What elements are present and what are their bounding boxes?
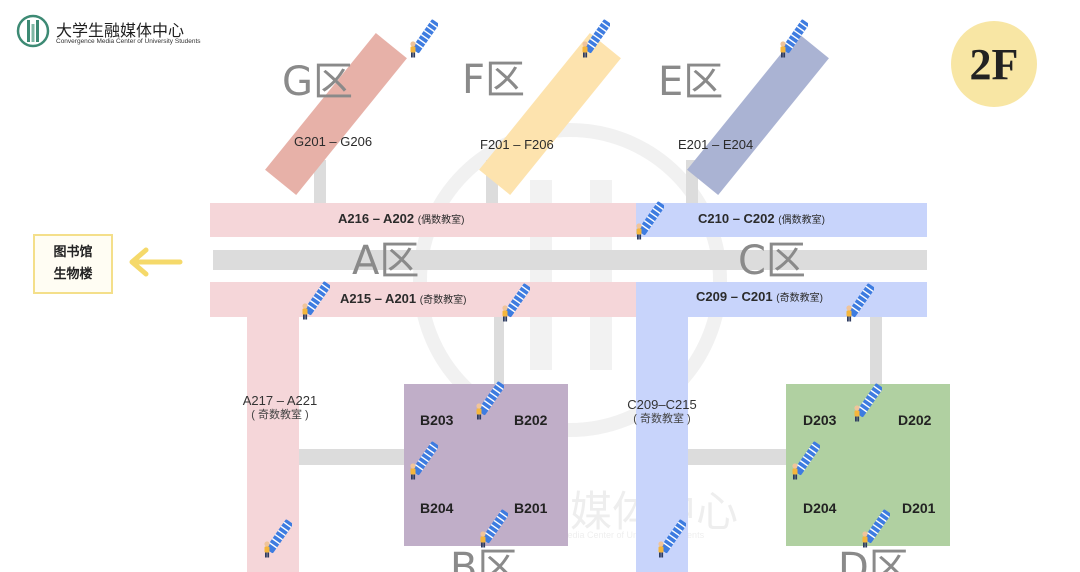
zone-c-upper-label: C210 – C202 (偶数教室): [698, 211, 825, 226]
zone-c-wing-note: ( 奇数教室 ): [633, 413, 691, 425]
stairs-person-icon: [300, 280, 331, 320]
stairs-person-icon: [262, 518, 293, 558]
zone-a-upper-note: (偶数教室): [417, 215, 465, 226]
connector-b-top: [494, 317, 504, 384]
logo-mark: [16, 14, 50, 48]
room-b202: B202: [514, 412, 548, 428]
stairs-person-icon: [408, 18, 439, 58]
zone-g-rooms: G201 – G206: [294, 134, 373, 149]
logo-title: 大学生融媒体中心: [56, 21, 185, 40]
zone-c-name: C区: [738, 238, 806, 284]
stairs-person-icon: [500, 282, 531, 322]
stairs-person-icon: [860, 508, 891, 548]
room-b201: B201: [514, 500, 548, 516]
connector-a-b: [299, 449, 404, 465]
zone-g-wing: [265, 33, 407, 195]
arrow-left-icon: [126, 245, 184, 279]
zone-c-wing-label: C209–C215 ( 奇数教室 ): [616, 397, 708, 427]
room-b204: B204: [420, 500, 454, 516]
stairs-person-icon: [634, 200, 665, 240]
zone-f-rooms: F201 – F206: [480, 137, 554, 152]
zone-a-upper-label: A216 – A202 (偶数教室): [338, 211, 464, 226]
stairs-person-icon: [844, 282, 875, 322]
zone-a-upper-rooms: A216 – A202: [338, 211, 415, 226]
zone-b-name: B区: [450, 545, 518, 572]
zone-a-wing-note: ( 奇数教室 ): [251, 409, 309, 421]
logo-subtitle: Convergence Media Center of University S…: [56, 38, 201, 45]
zone-c-wing-rooms: C209–C215: [627, 397, 697, 412]
stairs-person-icon: [478, 508, 509, 548]
stairs-person-icon: [656, 518, 687, 558]
zone-c-lower-label: C209 – C201 (奇数教室): [696, 289, 823, 304]
zone-a-lower-rooms: A215 – A201: [340, 291, 417, 306]
zone-e-name: E区: [658, 59, 724, 105]
zone-e-rooms: E201 – E204: [678, 137, 754, 152]
connector-c-d: [688, 449, 786, 465]
stairs-person-icon: [852, 382, 883, 422]
stairs-person-icon: [408, 440, 439, 480]
room-d204: D204: [803, 500, 837, 516]
zone-g-name: G区: [282, 59, 353, 105]
zone-c-lower-note: (奇数教室): [776, 293, 823, 304]
zone-a-lower-label: A215 – A201 (奇数教室): [340, 291, 466, 306]
room-d202: D202: [898, 412, 932, 428]
zone-a-lower-note: (奇数教室): [419, 295, 467, 306]
zone-c-lower-rooms: C209 – C201: [696, 289, 773, 304]
stairs-person-icon: [778, 18, 809, 58]
connector-g: [314, 160, 326, 204]
stairs-person-icon: [580, 18, 611, 58]
connector-d-top: [870, 317, 882, 384]
library-sign-line2: 生物楼: [53, 267, 93, 282]
zone-c-upper-rooms: C210 – C202: [698, 211, 775, 226]
zone-d-block: [786, 384, 950, 546]
zone-a-wing-rooms: A217 – A221: [242, 393, 318, 408]
zone-c-upper-strip: [636, 203, 927, 237]
stairs-person-icon: [474, 380, 505, 420]
room-d201: D201: [902, 500, 936, 516]
watermark-subtext: Media Center of University Students: [560, 530, 705, 540]
floor-badge: 2F: [951, 21, 1037, 107]
room-b203: B203: [420, 412, 454, 428]
stairs-person-icon: [790, 440, 821, 480]
zone-f-name: F区: [462, 57, 526, 103]
zone-a-wing: [247, 317, 299, 572]
library-sign-line1: 图书馆: [53, 245, 93, 260]
main-corridor: [213, 250, 927, 270]
zone-a-name: A区: [352, 238, 420, 284]
zone-c-upper-note: (偶数教室): [778, 215, 825, 226]
zone-a-wing-label: A217 – A221 ( 奇数教室 ): [234, 393, 326, 423]
zone-c-lower-strip: [636, 282, 927, 317]
library-sign: 图书馆 生物楼: [33, 234, 113, 294]
room-d203: D203: [803, 412, 837, 428]
zone-a-upper-strip: [210, 203, 636, 237]
zone-a-lower-strip: [210, 282, 636, 317]
zone-d-name: D区: [838, 545, 909, 572]
